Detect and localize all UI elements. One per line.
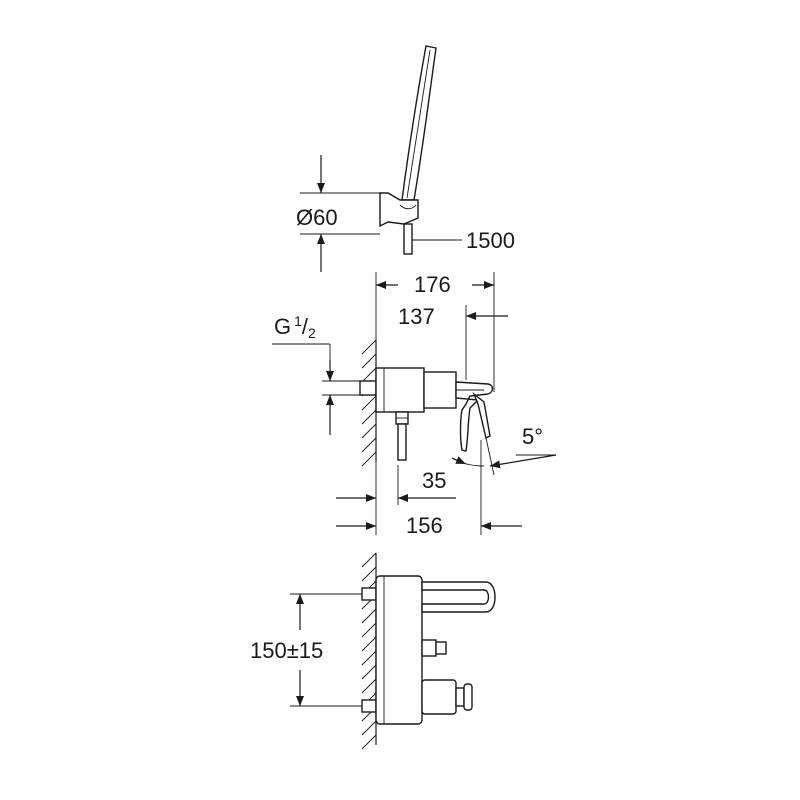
handle-depth-label: 137 xyxy=(398,304,435,329)
hand-shower-view: Ø60 1500 xyxy=(296,45,515,272)
mixer-body-plan xyxy=(375,575,423,725)
wall-hatch-plan xyxy=(361,552,377,750)
lever-loop xyxy=(421,581,496,613)
spout-offset-label: 35 xyxy=(422,468,446,493)
mixer-body xyxy=(375,367,425,413)
diameter-label: Ø60 xyxy=(296,205,338,230)
wall-holder xyxy=(379,192,419,228)
hose-length-label: 1500 xyxy=(466,228,515,253)
overall-depth-label: 176 xyxy=(414,272,451,297)
spout-depth-label: 156 xyxy=(406,513,443,538)
inlet-spacing-label: 150±15 xyxy=(250,638,323,663)
mixer-plan-view: 150±15 xyxy=(250,552,496,750)
wall-hatch-side xyxy=(361,339,377,467)
hose-stub xyxy=(403,223,413,255)
spout xyxy=(455,381,494,452)
angle-label: 5° xyxy=(522,424,543,449)
